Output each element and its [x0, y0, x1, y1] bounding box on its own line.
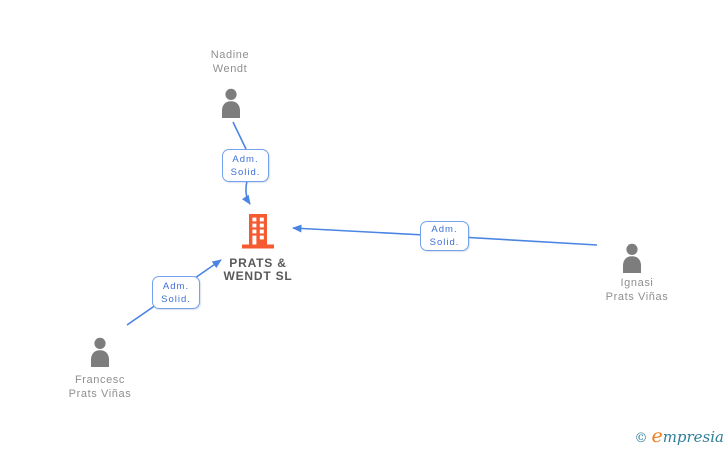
relation-label-line: Adm. [232, 153, 259, 165]
person-name-line: Prats Viñas [68, 388, 132, 400]
person-icon [222, 88, 240, 118]
person-icon-nadine-wendt[interactable] [218, 88, 244, 118]
empresia-watermark: © e mpresia [634, 425, 724, 447]
person-name-line: Wendt [212, 63, 248, 75]
person-name-line: Nadine [210, 49, 250, 61]
company-icon-prats-wendt-sl[interactable] [239, 213, 277, 250]
brand-rest: mpresia [662, 428, 724, 446]
relation-badge-francesc: Adm. Solid. [152, 276, 200, 309]
person-label-ignasi-prats-vinas[interactable]: Ignasi Prats Viñas [584, 276, 690, 304]
relation-label-line: Adm. [162, 280, 190, 292]
brand-lead-letter: e [651, 425, 663, 447]
relation-label-line: Solid. [161, 293, 191, 305]
relation-label-line: Adm. [431, 224, 458, 235]
person-icon-ignasi-prats-vinas[interactable] [619, 243, 645, 273]
copyright-icon: © [634, 431, 648, 446]
relation-badge-ignasi: Adm. Solid. [420, 221, 469, 251]
company-label-prats-wendt-sl[interactable]: PRATS & WENDT SL [206, 257, 310, 283]
person-name-line: Prats Viñas [605, 291, 669, 303]
connector-nadine-to-badge [232, 121, 247, 150]
relation-label-line: Solid. [429, 237, 460, 248]
person-label-nadine-wendt[interactable]: Nadine Wendt [180, 48, 280, 76]
company-name-line: PRATS & [229, 256, 287, 270]
relation-badge-nadine: Adm. Solid. [222, 149, 269, 182]
connector-badge-to-company [241, 180, 251, 205]
person-icon [623, 243, 641, 273]
person-name-line: Ignasi [620, 277, 654, 289]
company-name-line: WENDT SL [223, 269, 293, 283]
person-icon [91, 337, 109, 367]
person-label-francesc-prats-vinas[interactable]: Francesc Prats Viñas [47, 373, 153, 401]
building-icon [242, 214, 274, 249]
relation-label-line: Solid. [230, 166, 261, 178]
person-icon-francesc-prats-vinas[interactable] [87, 337, 113, 367]
person-name-line: Francesc [74, 374, 126, 386]
